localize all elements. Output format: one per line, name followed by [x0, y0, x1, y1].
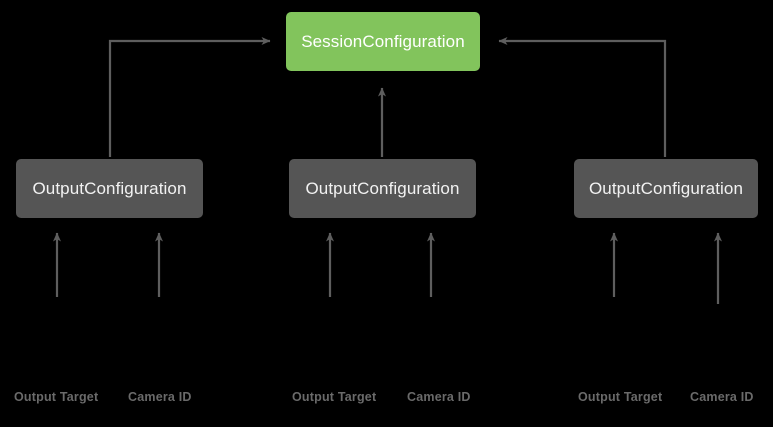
leaf-label-output-target-middle: Output Target	[292, 390, 377, 404]
node-output-configuration-middle[interactable]: OutputConfiguration	[289, 159, 476, 218]
leaf-label-camera-id-right: Camera ID	[690, 390, 754, 404]
edge-right-to-session	[498, 37, 667, 157]
leaf-label-camera-id-middle: Camera ID	[407, 390, 471, 404]
node-session-configuration-label: SessionConfiguration	[301, 31, 465, 51]
leaf-label-camera-id-left: Camera ID	[128, 390, 192, 404]
leaf-label-output-target-left: Output Target	[14, 390, 99, 404]
node-output-configuration-right[interactable]: OutputConfiguration	[574, 159, 758, 218]
leaf-label-output-target-right: Output Target	[578, 390, 663, 404]
node-output-configuration-right-label: OutputConfiguration	[588, 178, 744, 198]
node-output-configuration-middle-label: OutputConfiguration	[305, 178, 460, 198]
edge-left-to-session	[108, 37, 271, 157]
node-output-configuration-left[interactable]: OutputConfiguration	[16, 159, 203, 218]
node-output-configuration-left-label: OutputConfiguration	[32, 178, 187, 198]
node-session-configuration[interactable]: SessionConfiguration	[286, 12, 480, 71]
